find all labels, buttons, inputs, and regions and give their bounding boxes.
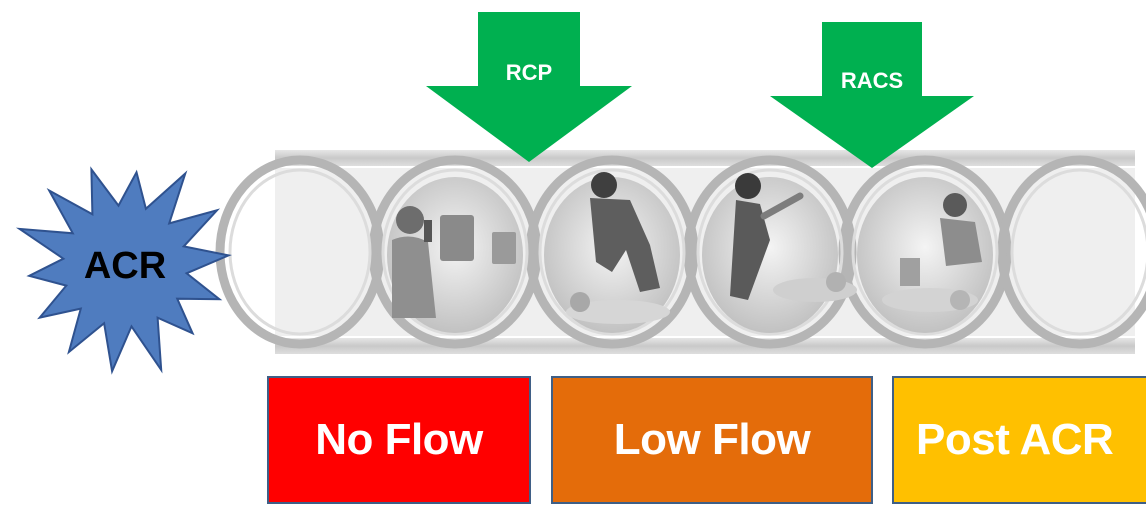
acr-label: ACR [84, 245, 166, 287]
phase-post-acr: Post ACR [892, 376, 1146, 504]
chain-of-survival [215, 150, 1146, 354]
rcp-arrow: RCP [426, 12, 632, 162]
phase-no-flow: No Flow [267, 376, 531, 504]
defibrillation-icon [702, 173, 857, 333]
racs-label: RACS [841, 68, 903, 93]
phone-call-icon [387, 177, 523, 333]
advanced-care-icon [857, 177, 993, 333]
racs-arrow: RACS [770, 22, 974, 168]
acr-burst: ACR [15, 166, 232, 375]
cpr-icon [544, 172, 680, 333]
phase-low-flow: Low Flow [551, 376, 873, 504]
rcp-label: RCP [506, 60, 552, 85]
